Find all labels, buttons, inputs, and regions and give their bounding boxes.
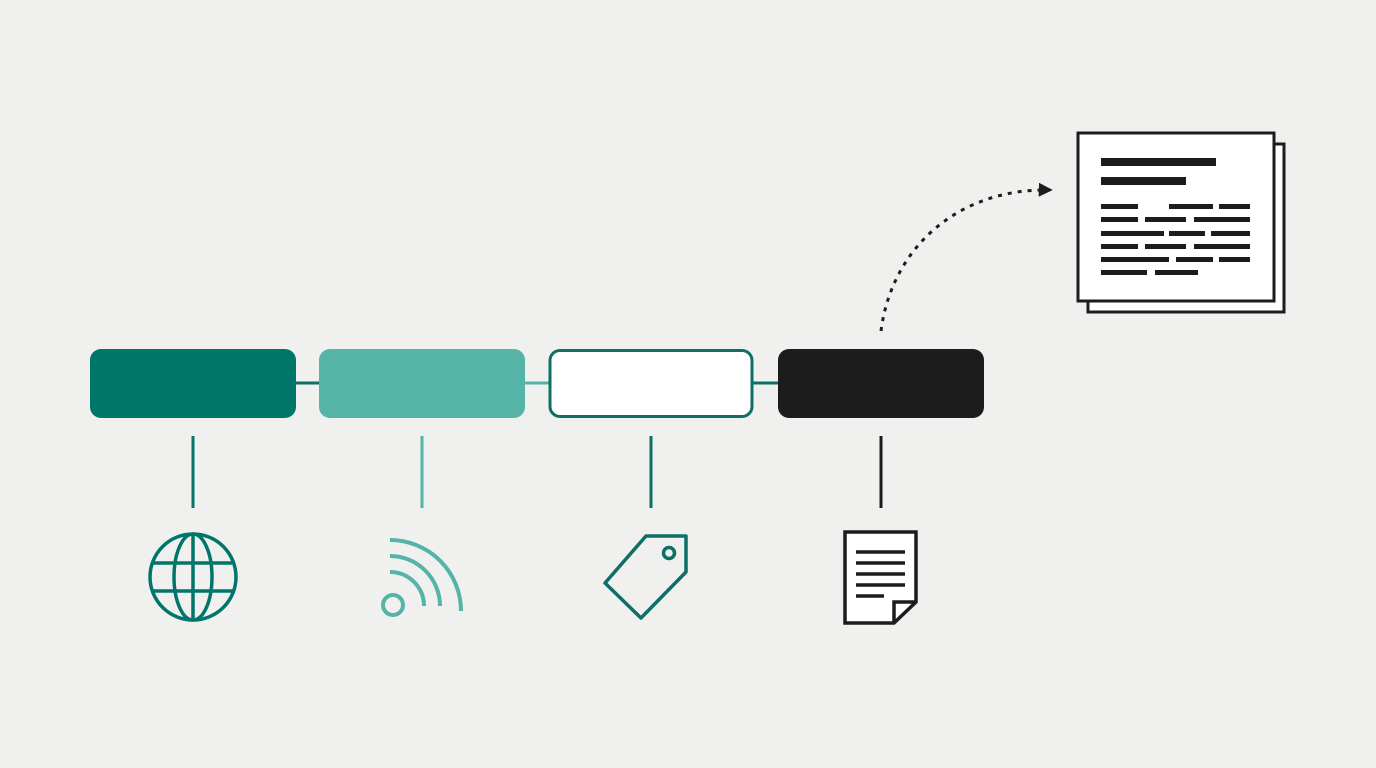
stage-2-box: [319, 349, 525, 418]
output-arrow: [879, 182, 1053, 332]
rss-feed-icon: [381, 538, 463, 617]
tag-icon: [603, 534, 688, 620]
stage-4-box: [778, 349, 984, 418]
stacked-report-document-icon: [1076, 131, 1286, 314]
globe-icon: [148, 532, 238, 622]
document-icon: [843, 530, 918, 625]
stage-3-box: [548, 349, 754, 418]
stage-1-box: [90, 349, 296, 418]
